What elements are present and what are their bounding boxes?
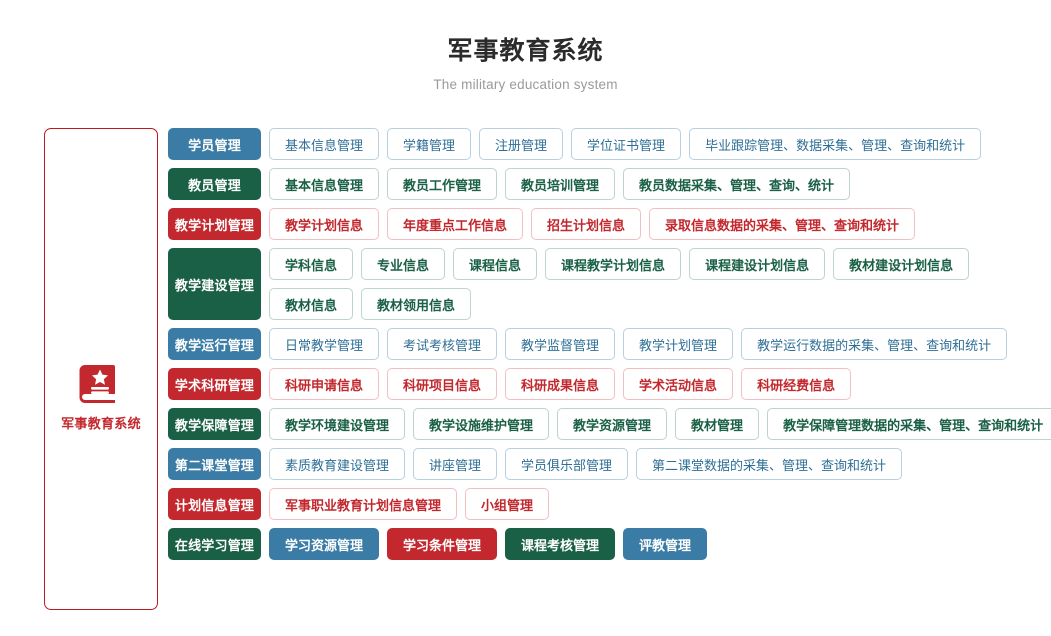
module-item[interactable]: 科研经费信息 — [741, 368, 852, 400]
module-item-line: 学科信息专业信息课程信息课程教学计划信息课程建设计划信息教材建设计划信息 — [269, 248, 970, 280]
module-item[interactable]: 基本信息管理 — [269, 168, 380, 200]
module-item-line: 基本信息管理学籍管理注册管理学位证书管理毕业跟踪管理、数据采集、管理、查询和统计 — [269, 128, 982, 160]
module-item[interactable]: 科研申请信息 — [269, 368, 380, 400]
module-item[interactable]: 学籍管理 — [387, 128, 472, 160]
module-item[interactable]: 注册管理 — [479, 128, 564, 160]
module-row: 教学建设管理学科信息专业信息课程信息课程教学计划信息课程建设计划信息教材建设计划… — [168, 248, 1051, 320]
module-item[interactable]: 素质教育建设管理 — [269, 448, 406, 480]
module-item[interactable]: 课程建设计划信息 — [689, 248, 826, 280]
module-item[interactable]: 学习条件管理 — [387, 528, 498, 560]
module-item[interactable]: 课程教学计划信息 — [545, 248, 682, 280]
module-item[interactable]: 评教管理 — [623, 528, 708, 560]
module-row-items: 基本信息管理学籍管理注册管理学位证书管理毕业跟踪管理、数据采集、管理、查询和统计 — [269, 128, 982, 160]
module-item[interactable]: 学习资源管理 — [269, 528, 380, 560]
module-item[interactable]: 学科信息 — [269, 248, 354, 280]
module-item[interactable]: 教材管理 — [675, 408, 760, 440]
module-row-header[interactable]: 在线学习管理 — [168, 528, 261, 560]
module-item[interactable]: 学员俱乐部管理 — [505, 448, 629, 480]
book-star-icon — [79, 362, 123, 406]
module-row: 学员管理基本信息管理学籍管理注册管理学位证书管理毕业跟踪管理、数据采集、管理、查… — [168, 128, 1051, 160]
sidebar-brand: 军事教育系统 — [61, 362, 141, 432]
module-item[interactable]: 课程信息 — [453, 248, 538, 280]
module-row: 在线学习管理学习资源管理学习条件管理课程考核管理评教管理 — [168, 528, 1051, 560]
module-row-header[interactable]: 教学计划管理 — [168, 208, 261, 240]
module-row-items: 基本信息管理教员工作管理教员培训管理教员数据采集、管理、查询、统计 — [269, 168, 851, 200]
module-item-line: 素质教育建设管理讲座管理学员俱乐部管理第二课堂数据的采集、管理、查询和统计 — [269, 448, 903, 480]
module-item[interactable]: 教学设施维护管理 — [413, 408, 550, 440]
sidebar-label: 军事教育系统 — [61, 416, 141, 431]
module-row: 计划信息管理军事职业教育计划信息管理小组管理 — [168, 488, 1051, 520]
module-item[interactable]: 学术活动信息 — [623, 368, 734, 400]
module-item[interactable]: 教学计划信息 — [269, 208, 380, 240]
module-item[interactable]: 录取信息数据的采集、管理、查询和统计 — [649, 208, 916, 240]
module-item-line: 军事职业教育计划信息管理小组管理 — [269, 488, 550, 520]
module-item[interactable]: 教学计划管理 — [623, 328, 734, 360]
module-item-line: 日常教学管理考试考核管理教学监督管理教学计划管理教学运行数据的采集、管理、查询和… — [269, 328, 1008, 360]
module-row: 教员管理基本信息管理教员工作管理教员培训管理教员数据采集、管理、查询、统计 — [168, 168, 1051, 200]
module-item-line: 学习资源管理学习条件管理课程考核管理评教管理 — [269, 528, 708, 560]
module-row-items: 教学环境建设管理教学设施维护管理教学资源管理教材管理教学保障管理数据的采集、管理… — [269, 408, 1051, 440]
module-row-header[interactable]: 学术科研管理 — [168, 368, 261, 400]
module-row: 第二课堂管理素质教育建设管理讲座管理学员俱乐部管理第二课堂数据的采集、管理、查询… — [168, 448, 1051, 480]
module-item[interactable]: 教员工作管理 — [387, 168, 498, 200]
module-row: 教学计划管理教学计划信息年度重点工作信息招生计划信息录取信息数据的采集、管理、查… — [168, 208, 1051, 240]
module-item[interactable]: 科研成果信息 — [505, 368, 616, 400]
system-module-board: 军事教育系统 学员管理基本信息管理学籍管理注册管理学位证书管理毕业跟踪管理、数据… — [0, 128, 1051, 610]
module-row-header[interactable]: 教学建设管理 — [168, 248, 261, 320]
module-row-items: 素质教育建设管理讲座管理学员俱乐部管理第二课堂数据的采集、管理、查询和统计 — [269, 448, 903, 480]
module-row-header[interactable]: 教学保障管理 — [168, 408, 261, 440]
module-item-line: 教材信息教材领用信息 — [269, 288, 969, 320]
page-subtitle: The military education system — [433, 77, 618, 92]
module-item[interactable]: 教学资源管理 — [557, 408, 668, 440]
module-row-header[interactable]: 教员管理 — [168, 168, 261, 200]
module-row-items: 军事职业教育计划信息管理小组管理 — [269, 488, 550, 520]
module-item[interactable]: 招生计划信息 — [531, 208, 642, 240]
module-rows: 学员管理基本信息管理学籍管理注册管理学位证书管理毕业跟踪管理、数据采集、管理、查… — [168, 128, 1051, 568]
module-item-line: 科研申请信息科研项目信息科研成果信息学术活动信息科研经费信息 — [269, 368, 852, 400]
module-item[interactable]: 学位证书管理 — [571, 128, 682, 160]
module-item[interactable]: 年度重点工作信息 — [387, 208, 524, 240]
module-row-header[interactable]: 第二课堂管理 — [168, 448, 261, 480]
module-item[interactable]: 基本信息管理 — [269, 128, 380, 160]
module-row-items: 学习资源管理学习条件管理课程考核管理评教管理 — [269, 528, 708, 560]
module-item[interactable]: 教学环境建设管理 — [269, 408, 406, 440]
module-item[interactable]: 教材建设计划信息 — [833, 248, 970, 280]
module-item[interactable]: 考试考核管理 — [387, 328, 498, 360]
module-row-header[interactable]: 学员管理 — [168, 128, 261, 160]
page-header: 军事教育系统 The military education system — [0, 0, 1051, 92]
module-item[interactable]: 科研项目信息 — [387, 368, 498, 400]
sidebar-panel[interactable]: 军事教育系统 — [44, 128, 158, 610]
module-row-header[interactable]: 计划信息管理 — [168, 488, 261, 520]
module-item[interactable]: 小组管理 — [465, 488, 550, 520]
module-item[interactable]: 教员培训管理 — [505, 168, 616, 200]
module-item-line: 基本信息管理教员工作管理教员培训管理教员数据采集、管理、查询、统计 — [269, 168, 851, 200]
module-row-header[interactable]: 教学运行管理 — [168, 328, 261, 360]
module-item-line: 教学环境建设管理教学设施维护管理教学资源管理教材管理教学保障管理数据的采集、管理… — [269, 408, 1051, 440]
module-item-line: 教学计划信息年度重点工作信息招生计划信息录取信息数据的采集、管理、查询和统计 — [269, 208, 916, 240]
module-item[interactable]: 第二课堂数据的采集、管理、查询和统计 — [636, 448, 903, 480]
module-item[interactable]: 日常教学管理 — [269, 328, 380, 360]
module-item[interactable]: 讲座管理 — [413, 448, 498, 480]
module-item[interactable]: 专业信息 — [361, 248, 446, 280]
module-item[interactable]: 教学监督管理 — [505, 328, 616, 360]
module-item[interactable]: 教员数据采集、管理、查询、统计 — [623, 168, 851, 200]
module-row-items: 日常教学管理考试考核管理教学监督管理教学计划管理教学运行数据的采集、管理、查询和… — [269, 328, 1008, 360]
module-row-items: 教学计划信息年度重点工作信息招生计划信息录取信息数据的采集、管理、查询和统计 — [269, 208, 916, 240]
module-item[interactable]: 课程考核管理 — [505, 528, 616, 560]
module-row-items: 学科信息专业信息课程信息课程教学计划信息课程建设计划信息教材建设计划信息教材信息… — [269, 248, 970, 320]
module-item[interactable]: 军事职业教育计划信息管理 — [269, 488, 458, 520]
page-title: 军事教育系统 — [447, 37, 604, 65]
module-item[interactable]: 毕业跟踪管理、数据采集、管理、查询和统计 — [689, 128, 982, 160]
module-row: 学术科研管理科研申请信息科研项目信息科研成果信息学术活动信息科研经费信息 — [168, 368, 1051, 400]
module-row-items: 科研申请信息科研项目信息科研成果信息学术活动信息科研经费信息 — [269, 368, 852, 400]
module-item[interactable]: 教学运行数据的采集、管理、查询和统计 — [741, 328, 1008, 360]
module-item[interactable]: 教材领用信息 — [361, 288, 472, 320]
module-item[interactable]: 教学保障管理数据的采集、管理、查询和统计 — [767, 408, 1051, 440]
module-row: 教学保障管理教学环境建设管理教学设施维护管理教学资源管理教材管理教学保障管理数据… — [168, 408, 1051, 440]
module-item[interactable]: 教材信息 — [269, 288, 354, 320]
module-row: 教学运行管理日常教学管理考试考核管理教学监督管理教学计划管理教学运行数据的采集、… — [168, 328, 1051, 360]
